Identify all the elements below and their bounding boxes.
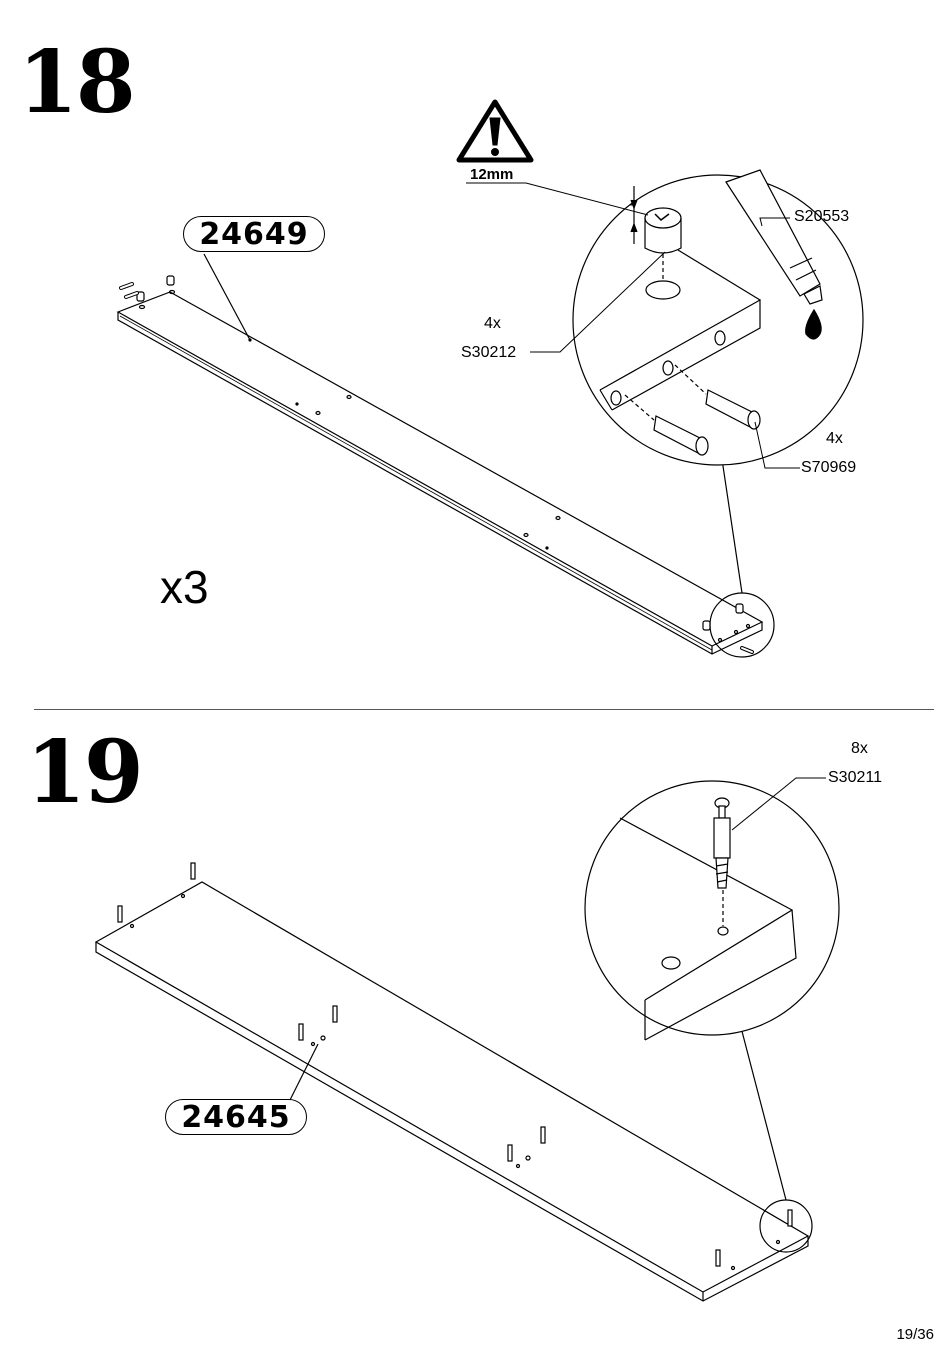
step-18-detail-view: [572, 169, 864, 466]
warning-icon: [456, 99, 534, 163]
board-24645-drawing: [94, 862, 813, 1302]
section-divider: [34, 709, 934, 710]
part-qty-s30212: 4x: [484, 315, 501, 332]
part-badge-24649: 24649: [183, 216, 325, 252]
part-code-s30212: S30212: [461, 344, 517, 361]
warning-measure-label: 12mm: [470, 166, 514, 183]
part-badge-24645: 24645: [165, 1099, 307, 1135]
quantity-multiplier: x3: [160, 561, 209, 613]
step-number-19: 19: [26, 722, 144, 823]
step-19-detail-view: [584, 780, 840, 1041]
step-number-18: 18: [18, 32, 136, 133]
page-number: 19/36: [896, 1326, 934, 1343]
step-18-leaders: [466, 182, 800, 469]
part-qty-s70969: 4x: [826, 430, 843, 447]
part-code-s20553: S20553: [794, 208, 850, 225]
step-18-illustration: [116, 99, 864, 658]
part-qty-s30211: 8x: [851, 740, 868, 757]
step-19-leaders: [731, 777, 826, 831]
part-code-s70969: S70969: [801, 459, 857, 476]
board-24649-drawing: [116, 253, 775, 658]
part-code-s30211: S30211: [828, 769, 882, 786]
